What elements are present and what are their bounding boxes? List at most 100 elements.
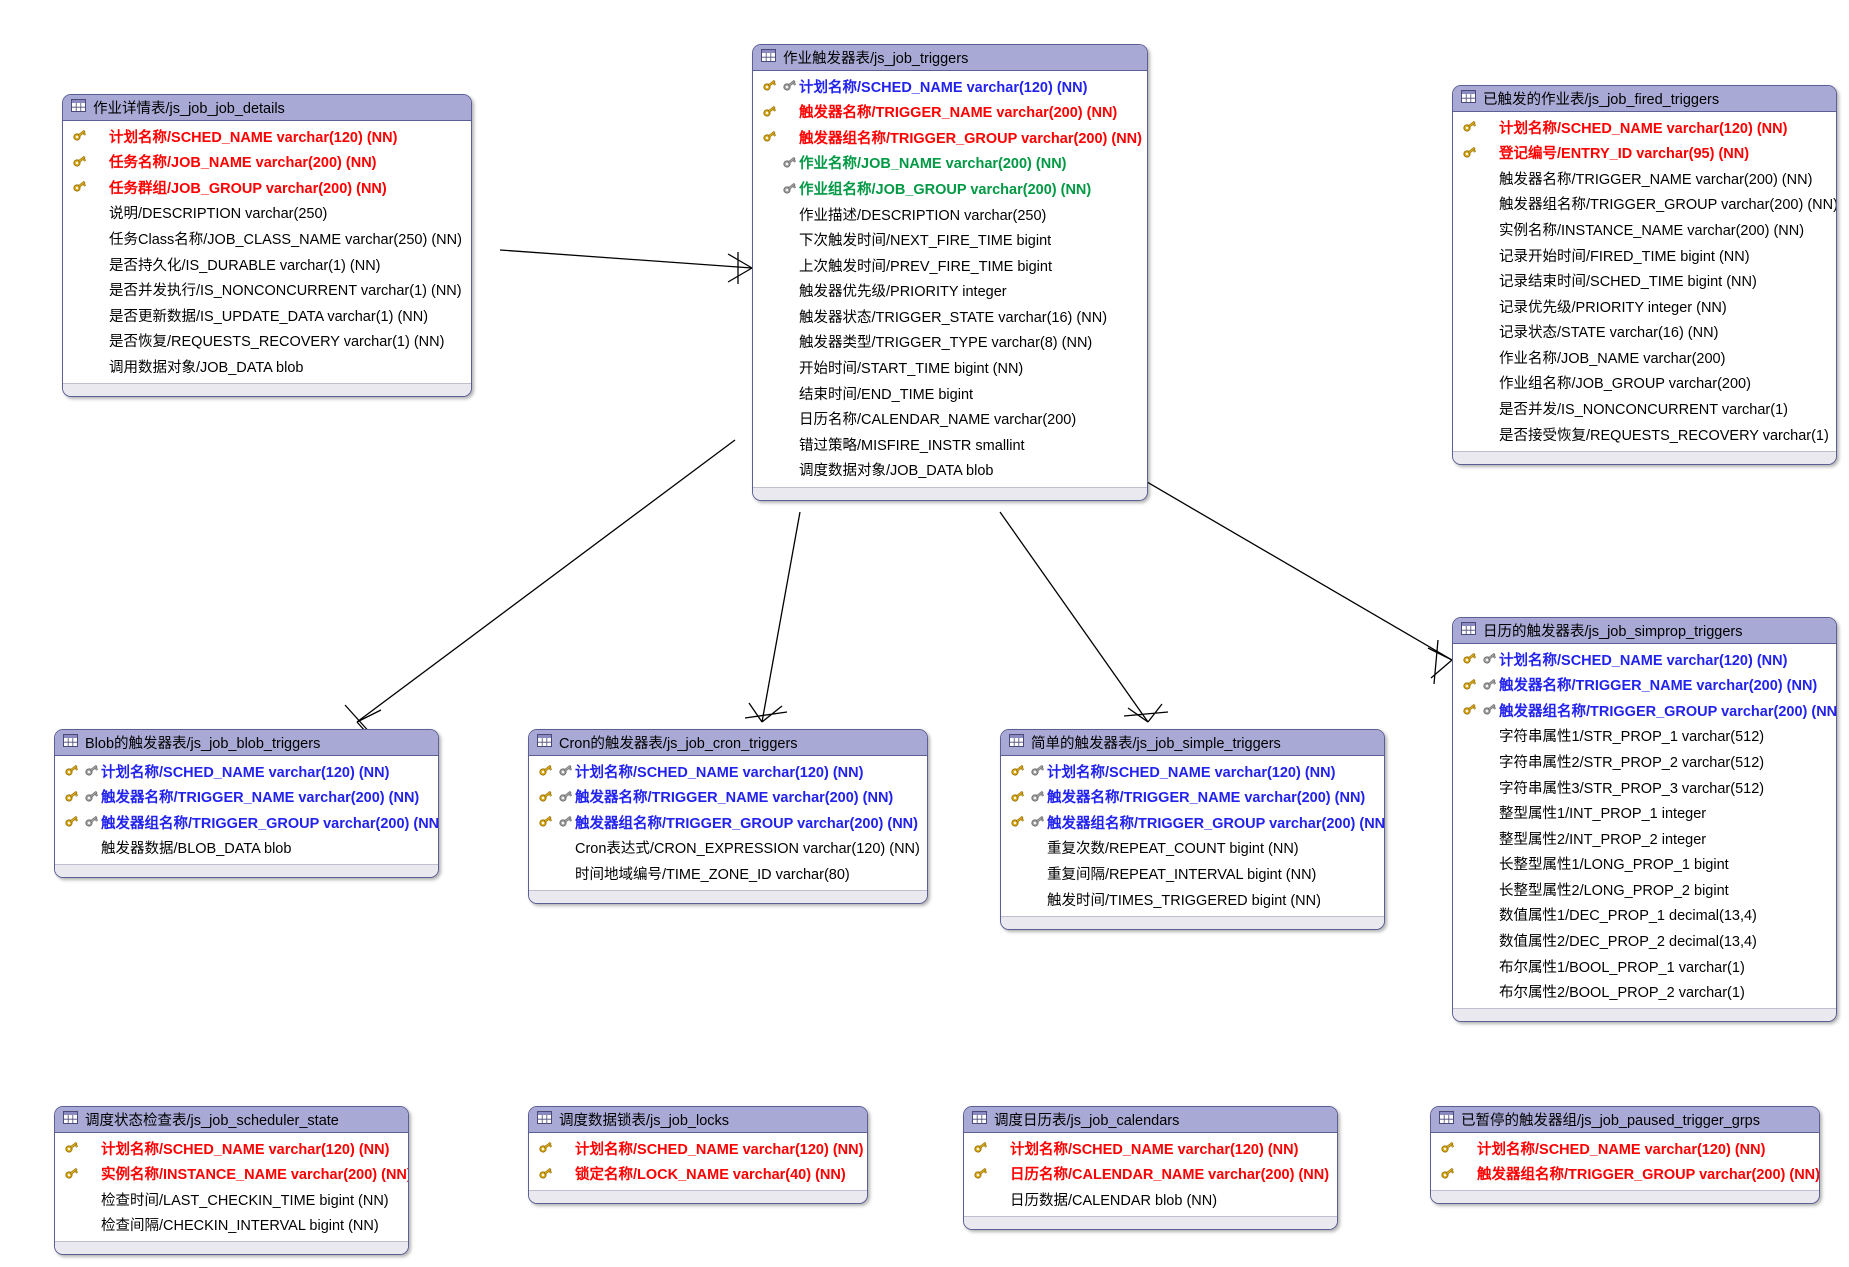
entity-simple_triggers[interactable]: 简单的触发器表/js_job_simple_triggers 计划名称/SCHED… bbox=[1000, 729, 1385, 930]
entity-header-fired_triggers[interactable]: 已触发的作业表/js_job_fired_triggers bbox=[1453, 86, 1836, 112]
entity-calendars[interactable]: 调度日历表/js_job_calendars 计划名称/SCHED_NAME va… bbox=[963, 1106, 1338, 1230]
column-row[interactable]: 说明/DESCRIPTION varchar(250) bbox=[63, 202, 471, 228]
column-row[interactable]: 开始时间/START_TIME bigint (NN) bbox=[753, 357, 1147, 383]
column-row[interactable]: 检查间隔/CHECKIN_INTERVAL bigint (NN) bbox=[55, 1214, 408, 1240]
column-row[interactable]: 作业组名称/JOB_GROUP varchar(200) bbox=[1453, 372, 1836, 398]
column-row[interactable]: 触发器组名称/TRIGGER_GROUP varchar(200) (NN) bbox=[529, 811, 927, 837]
column-row[interactable]: 触发器状态/TRIGGER_STATE varchar(16) (NN) bbox=[753, 305, 1147, 331]
column-row[interactable]: 上次触发时间/PREV_FIRE_TIME bigint bbox=[753, 254, 1147, 280]
entity-cron_triggers[interactable]: Cron的触发器表/js_job_cron_triggers 计划名称/SCHED… bbox=[528, 729, 928, 904]
column-row[interactable]: 重复间隔/REPEAT_INTERVAL bigint (NN) bbox=[1001, 862, 1384, 888]
column-row[interactable]: 计划名称/SCHED_NAME varchar(120) (NN) bbox=[529, 1137, 867, 1163]
column-row[interactable]: 重复次数/REPEAT_COUNT bigint (NN) bbox=[1001, 837, 1384, 863]
column-row[interactable]: 作业组名称/JOB_GROUP varchar(200) (NN) bbox=[753, 177, 1147, 203]
column-row[interactable]: 计划名称/SCHED_NAME varchar(120) (NN) bbox=[63, 125, 471, 151]
column-row[interactable]: 触发器类型/TRIGGER_TYPE varchar(8) (NN) bbox=[753, 331, 1147, 357]
column-row[interactable]: 登记编号/ENTRY_ID varchar(95) (NN) bbox=[1453, 142, 1836, 168]
column-row[interactable]: 计划名称/SCHED_NAME varchar(120) (NN) bbox=[1453, 648, 1836, 674]
column-row[interactable]: 整型属性2/INT_PROP_2 integer bbox=[1453, 827, 1836, 853]
column-row[interactable]: 触发器优先级/PRIORITY integer bbox=[753, 280, 1147, 306]
column-row[interactable]: Cron表达式/CRON_EXPRESSION varchar(120) (NN… bbox=[529, 837, 927, 863]
column-row[interactable]: 触发器名称/TRIGGER_NAME varchar(200) (NN) bbox=[753, 101, 1147, 127]
entity-scheduler_state[interactable]: 调度状态检查表/js_job_scheduler_state 计划名称/SCHED… bbox=[54, 1106, 409, 1256]
column-row[interactable]: 实例名称/INSTANCE_NAME varchar(200) (NN) bbox=[55, 1163, 408, 1189]
column-row[interactable]: 记录结束时间/SCHED_TIME bigint (NN) bbox=[1453, 270, 1836, 296]
column-row[interactable]: 作业名称/JOB_NAME varchar(200) bbox=[1453, 346, 1836, 372]
column-row[interactable]: 触发器名称/TRIGGER_NAME varchar(200) (NN) bbox=[1453, 167, 1836, 193]
entity-job_triggers[interactable]: 作业触发器表/js_job_triggers 计划名称/SCHED_NAME va… bbox=[752, 44, 1148, 501]
column-row[interactable]: 触发器名称/TRIGGER_NAME varchar(200) (NN) bbox=[529, 786, 927, 812]
column-row[interactable]: 计划名称/SCHED_NAME varchar(120) (NN) bbox=[55, 1137, 408, 1163]
entity-blob_triggers[interactable]: Blob的触发器表/js_job_blob_triggers 计划名称/SCHED… bbox=[54, 729, 439, 879]
column-row[interactable]: 时间地域编号/TIME_ZONE_ID varchar(80) bbox=[529, 862, 927, 888]
column-row[interactable]: 触发器组名称/TRIGGER_GROUP varchar(200) (NN) bbox=[1001, 811, 1384, 837]
column-row[interactable]: 日历数据/CALENDAR blob (NN) bbox=[964, 1188, 1337, 1214]
column-row[interactable]: 触发器组名称/TRIGGER_GROUP varchar(200) (NN) bbox=[753, 126, 1147, 152]
column-row[interactable]: 计划名称/SCHED_NAME varchar(120) (NN) bbox=[753, 75, 1147, 101]
column-row[interactable]: 数值属性1/DEC_PROP_1 decimal(13,4) bbox=[1453, 904, 1836, 930]
column-row[interactable]: 记录开始时间/FIRED_TIME bigint (NN) bbox=[1453, 244, 1836, 270]
column-row[interactable]: 触发器组名称/TRIGGER_GROUP varchar(200) (NN) bbox=[55, 811, 438, 837]
column-row[interactable]: 触发器名称/TRIGGER_NAME varchar(200) (NN) bbox=[1453, 674, 1836, 700]
column-row[interactable]: 计划名称/SCHED_NAME varchar(120) (NN) bbox=[55, 760, 438, 786]
entity-header-simprop_triggers[interactable]: 日历的触发器表/js_job_simprop_triggers bbox=[1453, 618, 1836, 644]
entity-header-job_details[interactable]: 作业详情表/js_job_job_details bbox=[63, 95, 471, 121]
column-row[interactable]: 数值属性2/DEC_PROP_2 decimal(13,4) bbox=[1453, 930, 1836, 956]
column-row[interactable]: 是否恢复/REQUESTS_RECOVERY varchar(1) (NN) bbox=[63, 330, 471, 356]
column-row[interactable]: 计划名称/SCHED_NAME varchar(120) (NN) bbox=[964, 1137, 1337, 1163]
column-row[interactable]: 结束时间/END_TIME bigint bbox=[753, 382, 1147, 408]
column-row[interactable]: 实例名称/INSTANCE_NAME varchar(200) (NN) bbox=[1453, 218, 1836, 244]
column-row[interactable]: 字符串属性1/STR_PROP_1 varchar(512) bbox=[1453, 725, 1836, 751]
entity-header-locks[interactable]: 调度数据锁表/js_job_locks bbox=[529, 1107, 867, 1133]
column-row[interactable]: 触发器组名称/TRIGGER_GROUP varchar(200) (NN) bbox=[1431, 1163, 1819, 1189]
column-row[interactable]: 是否并发/IS_NONCONCURRENT varchar(1) bbox=[1453, 398, 1836, 424]
column-row[interactable]: 触发器组名称/TRIGGER_GROUP varchar(200) (NN) bbox=[1453, 193, 1836, 219]
column-row[interactable]: 字符串属性3/STR_PROP_3 varchar(512) bbox=[1453, 776, 1836, 802]
column-row[interactable]: 是否并发执行/IS_NONCONCURRENT varchar(1) (NN) bbox=[63, 279, 471, 305]
column-row[interactable]: 触发器名称/TRIGGER_NAME varchar(200) (NN) bbox=[1001, 786, 1384, 812]
column-row[interactable]: 是否持久化/IS_DURABLE varchar(1) (NN) bbox=[63, 253, 471, 279]
column-row[interactable]: 计划名称/SCHED_NAME varchar(120) (NN) bbox=[529, 760, 927, 786]
column-row[interactable]: 是否更新数据/IS_UPDATE_DATA varchar(1) (NN) bbox=[63, 304, 471, 330]
entity-header-cron_triggers[interactable]: Cron的触发器表/js_job_cron_triggers bbox=[529, 730, 927, 756]
entity-header-job_triggers[interactable]: 作业触发器表/js_job_triggers bbox=[753, 45, 1147, 71]
entity-header-paused_trigger_grps[interactable]: 已暂停的触发器组/js_job_paused_trigger_grps bbox=[1431, 1107, 1819, 1133]
entity-header-scheduler_state[interactable]: 调度状态检查表/js_job_scheduler_state bbox=[55, 1107, 408, 1133]
entity-header-simple_triggers[interactable]: 简单的触发器表/js_job_simple_triggers bbox=[1001, 730, 1384, 756]
column-row[interactable]: 是否接受恢复/REQUESTS_RECOVERY varchar(1) bbox=[1453, 423, 1836, 449]
column-row[interactable]: 作业描述/DESCRIPTION varchar(250) bbox=[753, 203, 1147, 229]
column-row[interactable]: 触发器组名称/TRIGGER_GROUP varchar(200) (NN) bbox=[1453, 699, 1836, 725]
entity-fired_triggers[interactable]: 已触发的作业表/js_job_fired_triggers 计划名称/SCHED_… bbox=[1452, 85, 1837, 465]
entity-header-blob_triggers[interactable]: Blob的触发器表/js_job_blob_triggers bbox=[55, 730, 438, 756]
entity-locks[interactable]: 调度数据锁表/js_job_locks 计划名称/SCHED_NAME varch… bbox=[528, 1106, 868, 1205]
column-row[interactable]: 日历名称/CALENDAR_NAME varchar(200) (NN) bbox=[964, 1163, 1337, 1189]
column-row[interactable]: 记录优先级/PRIORITY integer (NN) bbox=[1453, 295, 1836, 321]
column-row[interactable]: 长整型属性1/LONG_PROP_1 bigint bbox=[1453, 853, 1836, 879]
column-row[interactable]: 日历名称/CALENDAR_NAME varchar(200) bbox=[753, 408, 1147, 434]
entity-simprop_triggers[interactable]: 日历的触发器表/js_job_simprop_triggers 计划名称/SCHE… bbox=[1452, 617, 1837, 1023]
entity-header-calendars[interactable]: 调度日历表/js_job_calendars bbox=[964, 1107, 1337, 1133]
column-row[interactable]: 计划名称/SCHED_NAME varchar(120) (NN) bbox=[1431, 1137, 1819, 1163]
column-row[interactable]: 检查时间/LAST_CHECKIN_TIME bigint (NN) bbox=[55, 1188, 408, 1214]
column-row[interactable]: 错过策略/MISFIRE_INSTR smallint bbox=[753, 433, 1147, 459]
column-row[interactable]: 调用数据对象/JOB_DATA blob bbox=[63, 355, 471, 381]
column-row[interactable]: 锁定名称/LOCK_NAME varchar(40) (NN) bbox=[529, 1163, 867, 1189]
column-row[interactable]: 布尔属性2/BOOL_PROP_2 varchar(1) bbox=[1453, 981, 1836, 1007]
entity-paused_trigger_grps[interactable]: 已暂停的触发器组/js_job_paused_trigger_grps 计划名称/… bbox=[1430, 1106, 1820, 1205]
column-row[interactable]: 布尔属性1/BOOL_PROP_1 varchar(1) bbox=[1453, 955, 1836, 981]
column-row[interactable]: 任务群组/JOB_GROUP varchar(200) (NN) bbox=[63, 176, 471, 202]
column-row[interactable]: 计划名称/SCHED_NAME varchar(120) (NN) bbox=[1453, 116, 1836, 142]
column-row[interactable]: 触发器名称/TRIGGER_NAME varchar(200) (NN) bbox=[55, 786, 438, 812]
column-row[interactable]: 任务名称/JOB_NAME varchar(200) (NN) bbox=[63, 151, 471, 177]
column-row[interactable]: 下次触发时间/NEXT_FIRE_TIME bigint bbox=[753, 229, 1147, 255]
column-row[interactable]: 触发器数据/BLOB_DATA blob bbox=[55, 837, 438, 863]
column-row[interactable]: 触发时间/TIMES_TRIGGERED bigint (NN) bbox=[1001, 888, 1384, 914]
column-row[interactable]: 调度数据对象/JOB_DATA blob bbox=[753, 459, 1147, 485]
column-row[interactable]: 记录状态/STATE varchar(16) (NN) bbox=[1453, 321, 1836, 347]
column-row[interactable]: 字符串属性2/STR_PROP_2 varchar(512) bbox=[1453, 750, 1836, 776]
column-row[interactable]: 作业名称/JOB_NAME varchar(200) (NN) bbox=[753, 152, 1147, 178]
column-row[interactable]: 整型属性1/INT_PROP_1 integer bbox=[1453, 802, 1836, 828]
entity-job_details[interactable]: 作业详情表/js_job_job_details 计划名称/SCHED_NAME … bbox=[62, 94, 472, 397]
column-row[interactable]: 计划名称/SCHED_NAME varchar(120) (NN) bbox=[1001, 760, 1384, 786]
column-row[interactable]: 长整型属性2/LONG_PROP_2 bigint bbox=[1453, 878, 1836, 904]
